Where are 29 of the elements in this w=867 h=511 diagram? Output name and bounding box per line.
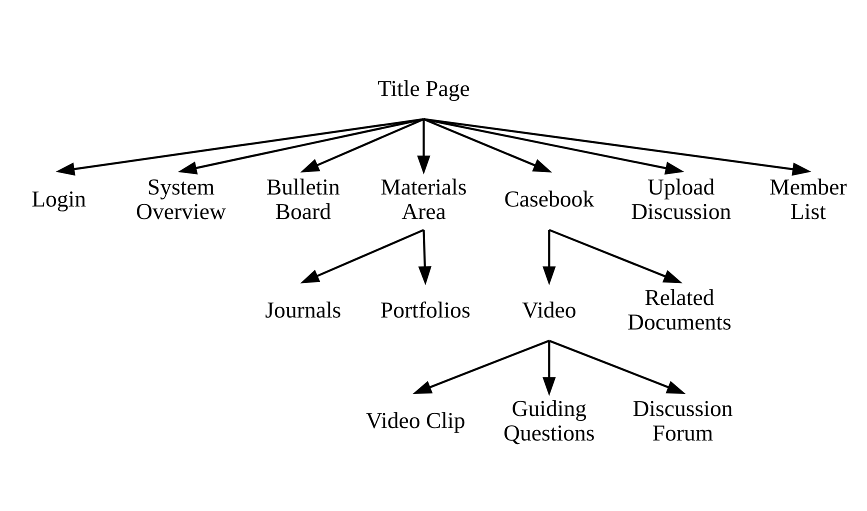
node-text: Login (32, 186, 86, 212)
arrow (300, 118, 424, 172)
node-text: System Overview (136, 174, 226, 224)
arrow (56, 118, 424, 176)
node-text: Member List (770, 174, 847, 224)
arrow (548, 228, 682, 283)
node-text: Portfolios (380, 296, 470, 322)
node-text: Upload Discussion (631, 174, 732, 224)
arrow (542, 340, 556, 396)
arrow (412, 339, 550, 394)
node-text: Bulletin Board (266, 174, 340, 224)
node-text: Video Clip (366, 408, 466, 433)
arrow (417, 118, 430, 174)
node-text: Casebook (504, 186, 594, 212)
node-text: Journals (265, 296, 342, 322)
node-text: Title Page (378, 75, 470, 100)
node-text: Discussion Forum (632, 395, 733, 445)
arrow (548, 339, 686, 394)
arrow (423, 118, 552, 172)
node-text: Guiding Questions (504, 395, 595, 445)
node-text: Video (522, 296, 576, 322)
arrow (178, 118, 424, 174)
arrow (424, 118, 812, 176)
arrow (542, 229, 556, 285)
arrow (300, 228, 424, 283)
arrow (418, 229, 432, 285)
node-text: Materials Area (380, 174, 467, 224)
arrow (424, 118, 684, 174)
node-text: Related Documents (628, 284, 732, 334)
